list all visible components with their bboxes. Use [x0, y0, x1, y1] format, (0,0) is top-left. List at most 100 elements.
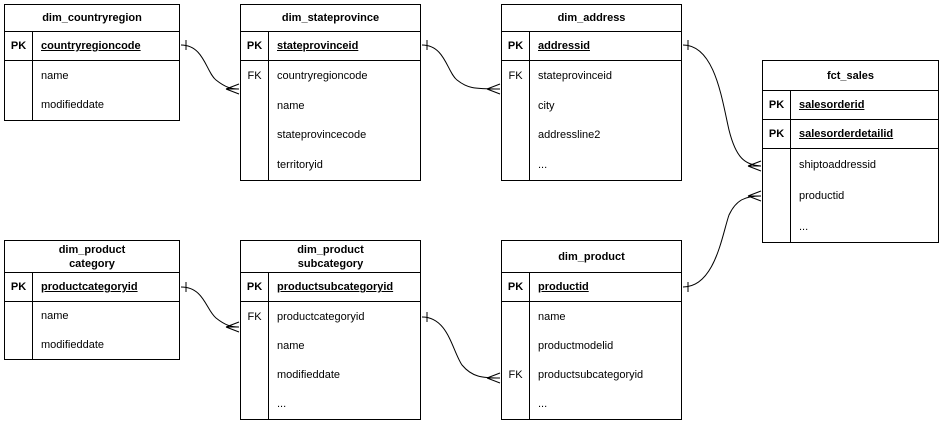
entity-title-line: fct_sales: [826, 69, 875, 82]
attribute-name: addressid: [538, 40, 590, 52]
key-label: [241, 91, 268, 121]
connector-product-to-fctsales: [682, 190, 762, 292]
connector-line: [180, 44, 240, 90]
key-column: [5, 61, 33, 120]
attribute-name: productcategoryid: [277, 310, 365, 323]
attribute-name: productsubcategoryid: [538, 369, 644, 382]
key-label: [5, 91, 32, 121]
value-column: countryregioncode name stateprovincecode te…: [269, 61, 420, 180]
key-label: [241, 361, 268, 390]
entity-title-line: dim_stateprovince: [281, 12, 380, 24]
key-label: [502, 121, 529, 151]
connector-line: [682, 195, 762, 288]
attribute-name: productsubcategoryid: [277, 281, 394, 293]
key-label: PK: [241, 32, 269, 60]
key-column: FK: [241, 302, 269, 419]
key-label: PK: [5, 273, 33, 301]
entity-title-line: dim_product: [297, 243, 364, 256]
key-label: FK: [247, 69, 262, 82]
cardinality-many-marker: [486, 372, 501, 384]
attribute-name: salesorderid: [799, 99, 865, 111]
key-label: PK: [5, 32, 33, 60]
attribute-name: name: [277, 339, 305, 352]
key-label: [763, 180, 790, 211]
key-label: [5, 302, 32, 331]
connector-stateprovince-to-address: [421, 40, 501, 95]
attribute-name: countryregioncode: [277, 69, 368, 82]
pk-row-dim_countryregion-countryregioncode[interactable]: PK countryregioncode: [5, 32, 179, 61]
attribute-name: addressline2: [538, 129, 601, 142]
connector-line: [682, 44, 762, 167]
key-label: [502, 91, 529, 121]
attribute-name: productid: [538, 281, 589, 293]
attribute-name: stateprovinceid: [277, 40, 359, 52]
key-label: [241, 121, 268, 151]
cardinality-many-marker: [747, 160, 762, 172]
attribute-name: stateprovincecode: [277, 129, 367, 142]
attribute-name: name: [41, 310, 69, 323]
attribute-name: city: [538, 99, 555, 112]
pk-row-dim_stateprovince-stateprovinceid[interactable]: PK stateprovinceid: [241, 32, 420, 61]
key-label: [502, 390, 529, 419]
entity-title-dim_stateprovince: dim_stateprovince: [241, 5, 420, 32]
attribute-name: modifieddate: [41, 338, 104, 351]
entity-title-dim_countryregion: dim_countryregion: [5, 5, 179, 32]
pk-row-dim_product-productid[interactable]: PK productid: [502, 273, 681, 302]
entity-title-dim_product: dim_product: [502, 241, 681, 273]
attribute-name: productmodelid: [538, 339, 614, 352]
attribute-block-dim_productcategory: name modifieddate: [5, 302, 179, 359]
attribute-name: ...: [538, 159, 548, 172]
key-label: [241, 331, 268, 360]
key-label: FK: [247, 310, 262, 323]
connector-line: [421, 316, 501, 379]
attribute-name: ...: [277, 398, 287, 411]
attribute-name: ...: [538, 398, 548, 411]
connector-line: [180, 286, 240, 328]
entity-title-line: subcategory: [297, 257, 364, 270]
attribute-name: shiptoaddressid: [799, 158, 877, 171]
attribute-name: modifieddate: [41, 99, 104, 112]
entity-title-line: category: [69, 257, 115, 270]
entity-title-line: dim_address: [557, 12, 626, 24]
attribute-name: name: [277, 99, 305, 112]
key-column: FK: [241, 61, 269, 180]
key-label: [763, 211, 790, 242]
key-label: [763, 149, 790, 180]
connector-countryregion-to-stateprovince: [180, 40, 240, 95]
cardinality-many-marker: [225, 321, 240, 333]
key-label: [502, 302, 529, 331]
key-label: PK: [763, 120, 791, 148]
key-column: [5, 302, 33, 359]
key-column: FK: [502, 302, 530, 419]
cardinality-many-marker: [225, 83, 240, 95]
cardinality-many-marker: [747, 190, 762, 202]
value-column: name modifieddate: [33, 302, 179, 359]
cardinality-many-marker: [486, 83, 501, 95]
key-label: [5, 331, 32, 360]
entity-title-line: dim_product: [58, 243, 126, 256]
key-label: PK: [502, 273, 530, 301]
key-label: [502, 150, 529, 180]
attribute-name: countryregioncode: [41, 40, 141, 52]
key-column: FK: [502, 61, 530, 180]
key-column: [763, 149, 791, 242]
attribute-name: territoryid: [277, 159, 323, 172]
